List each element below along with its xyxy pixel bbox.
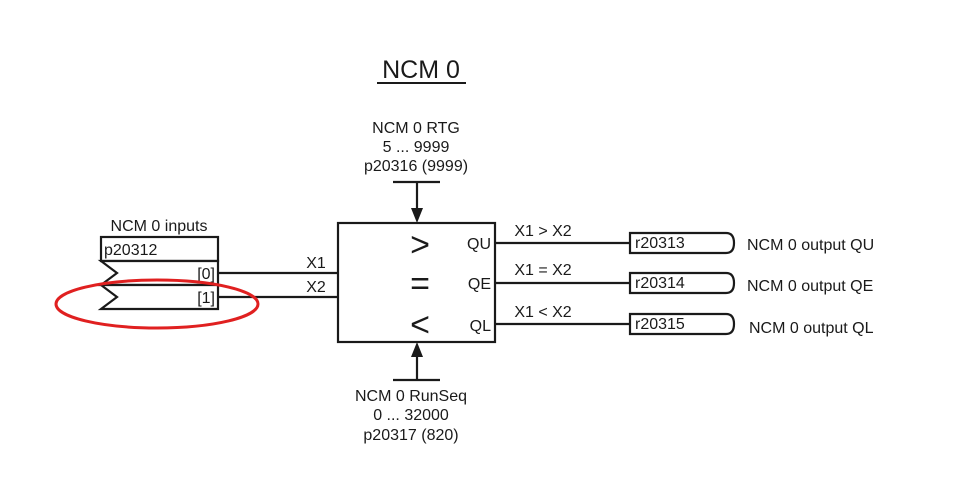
output-param-ql: r20315 <box>635 316 685 333</box>
condition-qe: X1 = X2 <box>514 262 571 279</box>
less-than-symbol: < <box>410 306 430 344</box>
output-label-ql: NCM 0 output QL <box>749 320 874 337</box>
top-param-value: p20316 (9999) <box>364 158 468 175</box>
bottom-param-name: NCM 0 RunSeq <box>355 388 467 405</box>
output-qu: X1 > X2 r20313 NCM 0 output QU <box>495 223 874 255</box>
greater-than-symbol: > <box>410 226 430 264</box>
output-param-box-qe <box>628 271 736 295</box>
output-port-qu: QU <box>467 236 491 253</box>
output-qe: X1 = X2 r20314 NCM 0 output QE <box>495 262 873 295</box>
inputs-label: NCM 0 inputs <box>111 218 208 235</box>
output-label-qu: NCM 0 output QU <box>747 237 874 254</box>
inputs-param: p20312 <box>104 242 157 259</box>
top-arrow-icon <box>411 208 423 223</box>
highlight-ellipse <box>54 278 260 330</box>
signal-x2: X2 <box>306 279 326 296</box>
output-param-box-qu <box>628 231 736 255</box>
top-parameter: NCM 0 RTG 5 ... 9999 p20316 (9999) <box>364 120 468 223</box>
inputs-connector: NCM 0 inputs p20312 [0] [1] <box>97 218 220 311</box>
bottom-parameter: NCM 0 RunSeq 0 ... 32000 p20317 (820) <box>355 342 467 444</box>
output-param-qe: r20314 <box>635 275 685 292</box>
comparator-block <box>336 221 497 344</box>
top-param-range: 5 ... 9999 <box>383 139 450 156</box>
bottom-param-value: p20317 (820) <box>363 427 458 444</box>
signal-x1: X1 <box>306 255 326 272</box>
input-index-0: [0] <box>197 266 215 283</box>
bottom-arrow-icon <box>411 342 423 357</box>
output-label-qe: NCM 0 output QE <box>747 278 873 295</box>
condition-ql: X1 < X2 <box>514 304 571 321</box>
output-param-box-ql <box>628 312 736 336</box>
output-port-ql: QL <box>470 318 491 335</box>
diagram-title: NCM 0 <box>382 56 460 84</box>
input-index-1: [1] <box>197 290 215 307</box>
condition-qu: X1 > X2 <box>514 223 571 240</box>
bottom-param-range: 0 ... 32000 <box>373 407 449 424</box>
top-param-name: NCM 0 RTG <box>372 120 460 137</box>
output-ql: X1 < X2 r20315 NCM 0 output QL <box>495 304 874 337</box>
output-param-qu: r20313 <box>635 235 685 252</box>
equal-symbol: = <box>410 265 430 303</box>
output-port-qe: QE <box>468 276 491 293</box>
input-row-1 <box>97 283 220 311</box>
